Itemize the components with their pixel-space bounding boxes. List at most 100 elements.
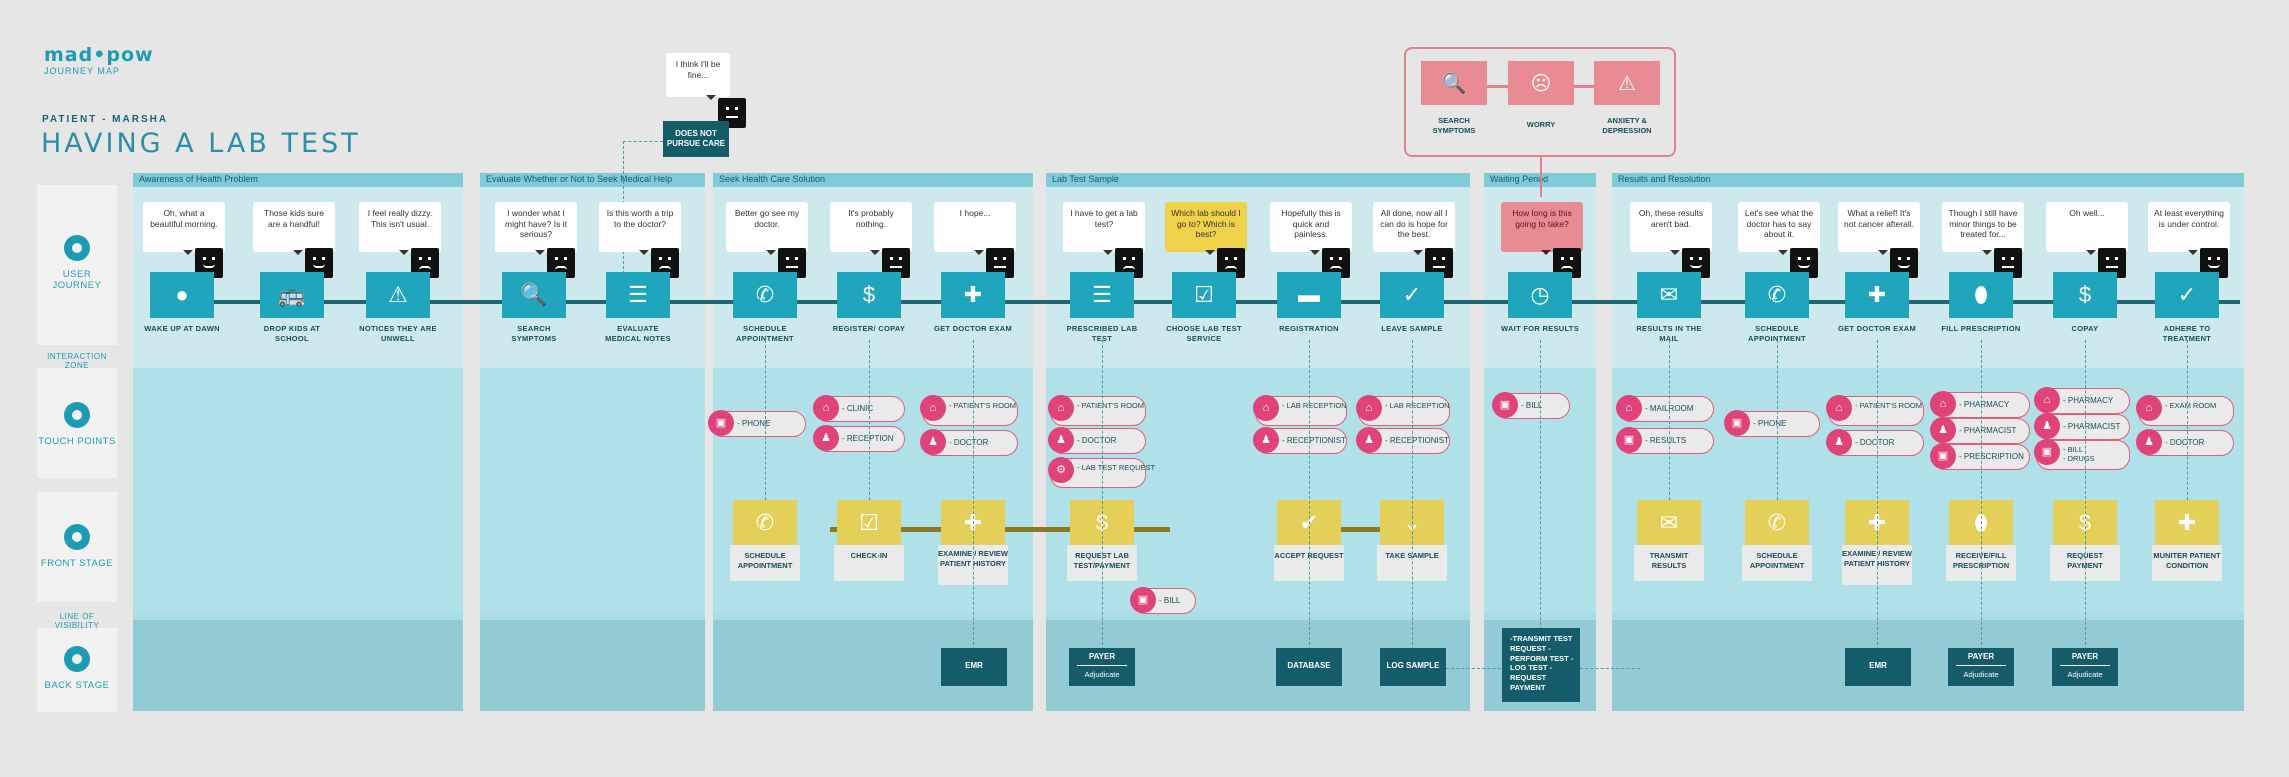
phone-icon: ✆ bbox=[733, 500, 797, 546]
step-label: CHOOSE LAB TEST SERVICE bbox=[1166, 324, 1242, 343]
speech-bubble: At least everything is under control. bbox=[2148, 202, 2230, 255]
payer-sub: Adjudicate bbox=[1956, 665, 2006, 679]
touchpoint: ♟- RECEPTIONIST bbox=[1356, 427, 1450, 454]
step-icon: ● bbox=[150, 272, 214, 318]
speech-bubble: I feel really dizzy. This isn't usual. bbox=[359, 202, 441, 255]
speech-bubble: Oh, what a beautiful morning. bbox=[143, 202, 225, 255]
emotion-connector bbox=[1540, 155, 1542, 197]
touchpoint: ▣- PHONE bbox=[1724, 410, 1820, 437]
touchpoint-label: - PATIENT'S ROOM bbox=[1855, 401, 1922, 410]
touchpoint: ♟- RECEPTION bbox=[813, 425, 905, 452]
step-label: WAKE UP AT DAWN bbox=[144, 324, 220, 333]
phase-header: Evaluate Whether or Not to Seek Medical … bbox=[480, 173, 705, 187]
touchpoint: ⌂- PHARMACY bbox=[2034, 387, 2130, 414]
mail-icon: ✉ bbox=[1637, 500, 1701, 546]
bubble-text: I feel really dizzy. This isn't usual. bbox=[367, 208, 433, 229]
lane-label: BACK STAGE bbox=[44, 680, 110, 691]
flow-connector bbox=[1102, 340, 1103, 650]
branch-connector bbox=[623, 141, 663, 142]
bubble-text: Oh, these results aren't bad. bbox=[1638, 208, 1704, 229]
flow-connector bbox=[1777, 340, 1778, 500]
step-icon: ✉ bbox=[1637, 272, 1701, 318]
touchpoint-label: - LAB RECEPTION bbox=[1282, 401, 1347, 410]
front-stage-connector bbox=[1308, 527, 1410, 532]
person-icon: ♟ bbox=[813, 425, 839, 451]
touchpoint: ⌂- LAB RECEPTION bbox=[1253, 395, 1347, 426]
touchpoint: ♟- DOCTOR bbox=[1826, 429, 1924, 456]
touchpoint-label: - PHONE bbox=[1753, 419, 1787, 428]
touchpoint-label: - PRESCRIPTION bbox=[1959, 452, 2024, 461]
touchpoint: ⌂- PATIENT'S ROOM bbox=[1826, 395, 1924, 426]
person-icon: ♟ bbox=[1826, 429, 1852, 455]
touchpoint: ♟- PHARMACIST bbox=[2034, 413, 2130, 440]
speech-bubble: What a relief! It's not cancer afterall. bbox=[1838, 202, 1920, 255]
step-label: ADHERE TO TREATMENT bbox=[2162, 324, 2212, 343]
step-label: FILL PRESCRIPTION bbox=[1941, 324, 2021, 333]
step-icon: 🔍 bbox=[502, 272, 566, 318]
brand-logo: mad•pow bbox=[44, 44, 154, 66]
touchpoint-label: - PHARMACY bbox=[1959, 400, 2010, 409]
step-label: COPAY bbox=[2071, 324, 2099, 333]
bubble-text: Oh, what a beautiful morning. bbox=[150, 208, 218, 229]
back-stage-box: LOG SAMPLE bbox=[1380, 648, 1446, 686]
lane-label: FRONT STAGE bbox=[40, 558, 114, 569]
check-icon: ☑ bbox=[837, 500, 901, 546]
touchpoint: ▣- RESULTS bbox=[1616, 427, 1714, 454]
touchpoint-label: - BILL bbox=[1521, 401, 1543, 410]
step-icon: ☰ bbox=[606, 272, 670, 318]
home-icon: ⌂ bbox=[920, 395, 946, 421]
speech-bubble: I hope... bbox=[934, 202, 1016, 255]
bubble-text: What a relief! It's not cancer afterall. bbox=[1844, 208, 1914, 229]
back-stage-box: -TRANSMIT TEST REQUEST -PERFORM TEST -LO… bbox=[1502, 628, 1580, 702]
emotion-label: SEARCH SYMPTOMS bbox=[1432, 116, 1476, 135]
touchpoint-label: - PHONE bbox=[737, 419, 771, 428]
lane-touch-points: TOUCH POINTS bbox=[37, 368, 117, 478]
touchpoint-label: - RECEPTION bbox=[842, 434, 894, 443]
bubble-text: I have to get a lab test? bbox=[1070, 208, 1138, 229]
flow-connector bbox=[1981, 340, 1982, 650]
speech-bubble: Is this worth a trip to the doctor? bbox=[599, 202, 681, 255]
person-icon: ♟ bbox=[2034, 413, 2060, 439]
home-icon: ⌂ bbox=[1048, 395, 1074, 421]
touchpoint: ▣- BILL bbox=[1492, 392, 1570, 419]
touchpoint: ▣- BILL bbox=[1130, 587, 1196, 614]
bubble-text: Is this worth a trip to the doctor? bbox=[606, 208, 674, 229]
step-icon: ✓ bbox=[2155, 272, 2219, 318]
bubble-text: I think I'll be fine... bbox=[675, 59, 721, 80]
bubble-text: It's probably nothing. bbox=[848, 208, 894, 229]
bubble-text: Though I still have minor things to be t… bbox=[1948, 208, 2018, 240]
bubble-text: Those kids sure are a handful! bbox=[264, 208, 324, 229]
flow-connector bbox=[1446, 668, 1506, 669]
target-icon bbox=[64, 402, 90, 428]
bubble-text: How long is this going to take? bbox=[1512, 208, 1572, 229]
bubble-text: All done, now all I can do is hope for t… bbox=[1380, 208, 1448, 240]
step-icon: ▬ bbox=[1277, 272, 1341, 318]
step-label: GET DOCTOR EXAM bbox=[1837, 324, 1917, 333]
search-icon: 🔍 bbox=[1421, 61, 1487, 105]
speech-bubble: I think I'll be fine... bbox=[666, 53, 730, 100]
step-icon: ✓ bbox=[1380, 272, 1444, 318]
touchpoint-label: - RECEPTIONIST bbox=[1282, 436, 1347, 445]
touchpoint-label: - DOCTOR bbox=[2165, 438, 2205, 447]
home-icon: ⌂ bbox=[1930, 391, 1956, 417]
lane-back-stage: BACK STAGE bbox=[37, 628, 117, 712]
building-icon: ▣ bbox=[1130, 587, 1156, 613]
step-label: SEARCH SYMPTOMS bbox=[511, 324, 557, 343]
building-icon: ▣ bbox=[2034, 439, 2060, 465]
speech-bubble: Let's see what the doctor has to say abo… bbox=[1738, 202, 1820, 255]
touchpoint: ⌂- PATIENT'S ROOM bbox=[920, 395, 1018, 426]
person-icon: ♟ bbox=[1930, 417, 1956, 443]
zone-interaction: INTERACTION ZONE bbox=[47, 352, 107, 370]
flow-connector bbox=[1669, 340, 1670, 500]
touchpoint: ♟- RECEPTIONIST bbox=[1253, 427, 1347, 454]
touchpoint-label: - PATIENT'S ROOM bbox=[1077, 401, 1144, 410]
back-stage-box: DATABASE bbox=[1276, 648, 1342, 686]
emotion-label: WORRY bbox=[1526, 120, 1556, 129]
speech-bubble: I have to get a lab test? bbox=[1063, 202, 1145, 255]
home-icon: ⌂ bbox=[2034, 387, 2060, 413]
building-icon: ▣ bbox=[1930, 443, 1956, 469]
touchpoint-label: - PHARMACY bbox=[2063, 396, 2114, 405]
flow-connector bbox=[1580, 668, 1640, 669]
